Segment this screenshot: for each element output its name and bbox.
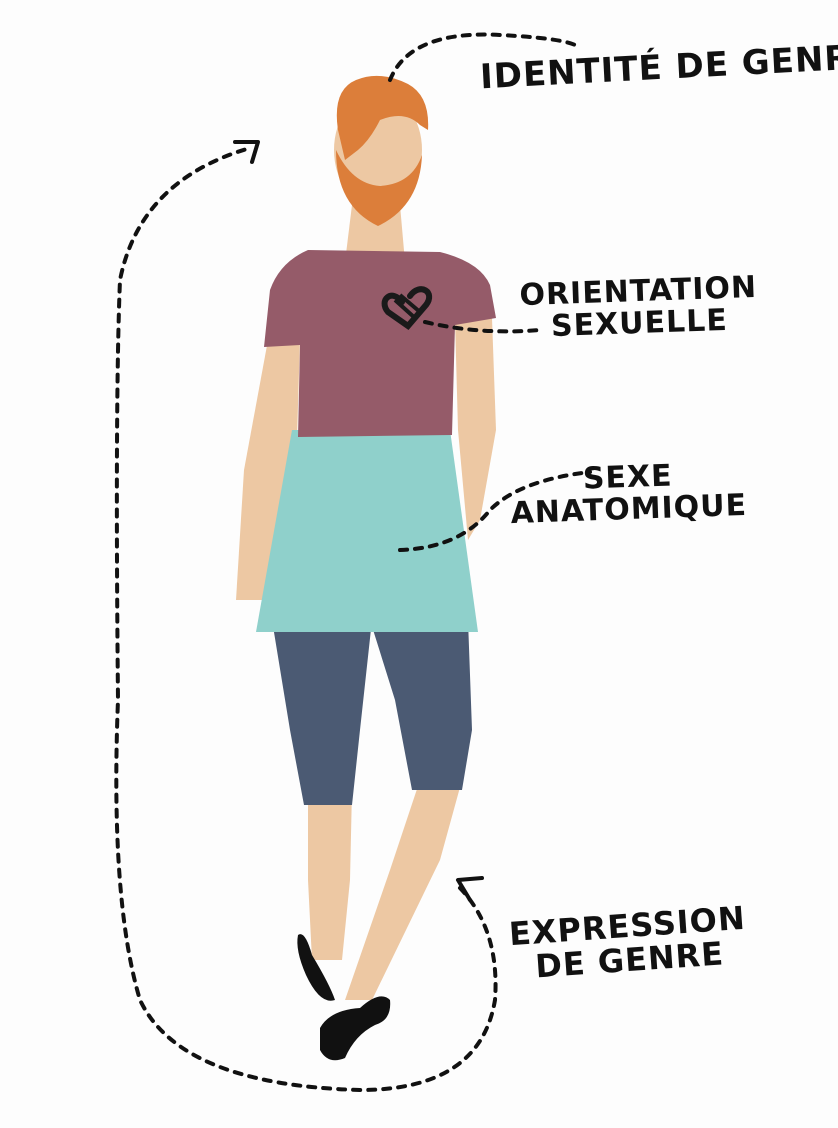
label-sexe-line-2: ANATOMIQUE [510, 489, 748, 529]
leggings-right [370, 620, 472, 790]
label-orientation-sexuelle: ORIENTATION SEXUELLE [519, 272, 759, 343]
label-orientation-line-2: SEXUELLE [520, 303, 759, 343]
label-sexe-anatomique: SEXE ANATOMIQUE [509, 458, 748, 529]
back-leg [308, 790, 352, 960]
person-figure [236, 76, 496, 1060]
right-arm [455, 318, 496, 540]
front-leg [345, 780, 462, 1000]
leggings-left [272, 620, 372, 805]
bottom-arrow-icon [458, 878, 482, 900]
right-shoe [320, 996, 390, 1060]
skirt [256, 430, 478, 632]
